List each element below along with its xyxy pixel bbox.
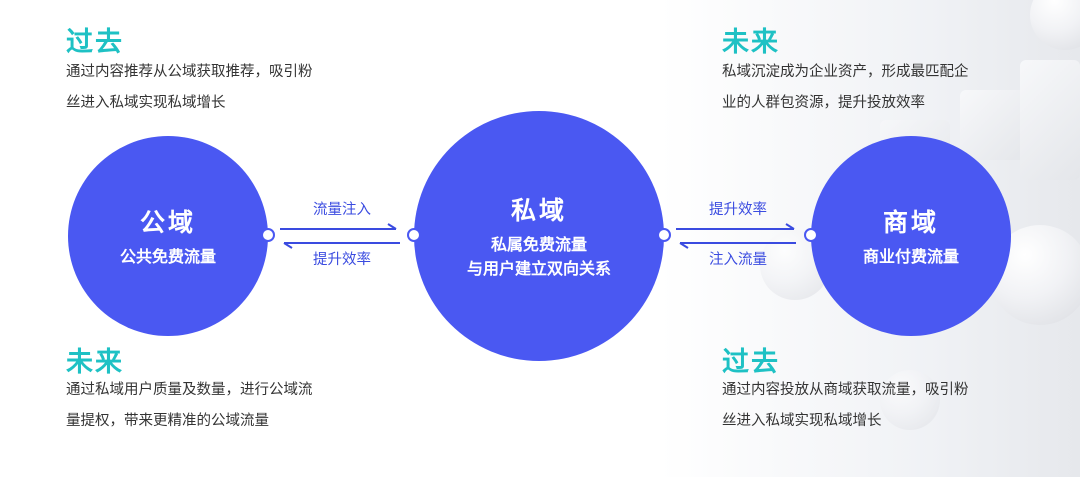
commercial-domain-circle: 商域 商业付费流量 (811, 136, 1011, 336)
desc-line: 丝进入私域实现私域增长 (66, 88, 366, 119)
left-bottom-arrow-label: 提升效率 (282, 248, 402, 269)
left-top-arrow-label: 流量注入 (282, 198, 402, 219)
circle-title: 私域 (511, 191, 567, 227)
circle-subtitle: 公共免费流量 (120, 245, 216, 269)
left-bottom-heading: 未来 (66, 340, 124, 379)
left-bottom-description: 通过私域用户质量及数量，进行公域流 量提权，带来更精准的公域流量 (66, 375, 366, 437)
circle-title: 商域 (883, 203, 939, 239)
circle-subtitle: 商业付费流量 (863, 245, 959, 269)
right-top-heading: 未来 (722, 20, 780, 59)
right-bottom-description: 通过内容投放从商域获取流量，吸引粉 丝进入私域实现私域增长 (722, 375, 1022, 437)
connector-dot (804, 228, 818, 242)
decorative-cube (1020, 60, 1080, 180)
desc-line: 业的人群包资源，提升投放效率 (722, 88, 1022, 119)
circle-subtitle: 私属免费流量 (491, 233, 587, 257)
desc-line: 通过内容投放从商域获取流量，吸引粉 (722, 375, 1022, 406)
right-top-description: 私域沉淀成为企业资产，形成最匹配企 业的人群包资源，提升投放效率 (722, 57, 1022, 119)
private-domain-circle: 私域 私属免费流量 与用户建立双向关系 (414, 111, 664, 361)
connector-dot (261, 228, 275, 242)
right-top-arrow-label: 提升效率 (678, 198, 798, 219)
right-arrow-icon (280, 224, 400, 234)
connector-dot (407, 228, 421, 242)
right-bottom-heading: 过去 (722, 340, 780, 379)
left-top-heading: 过去 (66, 20, 124, 59)
right-bottom-arrow-label: 注入流量 (678, 248, 798, 269)
desc-line: 通过私域用户质量及数量，进行公域流 (66, 375, 366, 406)
left-top-description: 通过内容推荐从公域获取推荐，吸引粉 丝进入私域实现私域增长 (66, 57, 366, 119)
right-arrow-icon (676, 224, 796, 234)
desc-line: 量提权，带来更精准的公域流量 (66, 406, 366, 437)
connector-dot (657, 228, 671, 242)
left-arrow-icon (282, 238, 402, 248)
circle-title: 公域 (140, 203, 196, 239)
left-arrow-icon (678, 238, 798, 248)
public-domain-circle: 公域 公共免费流量 (68, 136, 268, 336)
circle-subtitle: 与用户建立双向关系 (467, 257, 611, 281)
desc-line: 通过内容推荐从公域获取推荐，吸引粉 (66, 57, 366, 88)
desc-line: 私域沉淀成为企业资产，形成最匹配企 (722, 57, 1022, 88)
desc-line: 丝进入私域实现私域增长 (722, 406, 1022, 437)
